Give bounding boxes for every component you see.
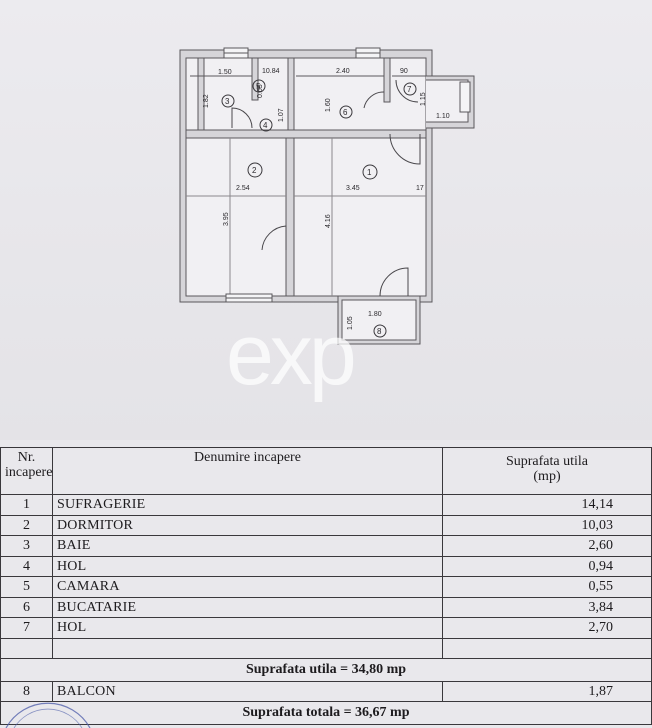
header-nr-line2: incapere [5,465,53,481]
table-row-balcony: 8 BALCON 1,87 [0,680,652,702]
dimension-label: 90 [400,68,408,75]
row-nr: 6 [0,596,53,618]
row-nr: 3 [0,535,53,557]
header-area-line1: Suprafata utila [505,454,589,469]
stamp-seal [5,702,91,728]
header-nr-line1: Nr. [17,450,36,465]
dimension-label: 1.05 [347,316,354,330]
room-number: 4 [263,121,268,130]
room-number: 1 [367,168,372,177]
row-name: HOL [52,555,443,577]
row-area: 3,84 [442,596,652,618]
room-markers [221,79,417,338]
table-row-empty [0,637,652,659]
row-nr: 4 [0,555,53,577]
room-area-table: Nr. incapere Denumire incapere Suprafata… [0,447,652,725]
row-area: 2,70 [442,617,652,639]
row-name: HOL [52,617,443,639]
table-header-row: Nr. incapere Denumire incapere Suprafata… [0,447,652,495]
dimension-label: 1.10 [436,113,450,120]
dimension-label: 3.95 [223,212,230,226]
row-area: 0,55 [442,576,652,598]
dimension-label: 4.16 [325,214,332,228]
dimension-label: 1.60 [325,98,332,112]
total-area-row: Suprafata totala = 36,67 mp [0,701,652,725]
row-name: BALCON [52,680,443,702]
table-row: 3 BAIE 2,60 [0,535,652,557]
dimension-label: 10.84 [262,68,280,75]
table-row: 1 SUFRAGERIE 14,14 [0,494,652,516]
dimension-label: 17 [416,185,424,192]
floor-plan: 1 2 3 4 5 6 7 8 1.50 10.84 2.40 90 1.82 … [179,47,475,345]
table-row: 5 CAMARA 0,55 [0,576,652,598]
table-row: 6 BUCATARIE 3,84 [0,596,652,618]
dimension-label: 1.50 [218,69,232,76]
room-number: 6 [343,108,348,117]
row-area: 2,60 [442,535,652,557]
plan-doors [231,79,421,297]
total-area: Suprafata totala = 36,67 mp [0,701,652,725]
row-area: 14,14 [442,494,652,516]
row-area: 0,94 [442,555,652,577]
row-nr: 7 [0,617,53,639]
dimension-label: 2.40 [336,68,350,75]
plan-windows [223,47,471,303]
plan-walls [179,49,475,345]
dimension-label: 1.80 [368,311,382,318]
dimension-label: 1.15 [420,92,427,106]
row-nr: 2 [0,514,53,536]
room-number: 2 [252,166,257,175]
useful-area-total: Suprafata utila = 34,80 mp [0,657,652,682]
header-room-name: Denumire incapere [52,447,443,495]
dimension-label: 3.45 [346,185,360,192]
room-number: 8 [377,327,382,336]
row-name: CAMARA [52,576,443,598]
room-number: 7 [407,85,412,94]
row-nr: 1 [0,494,53,516]
room-number: 5 [256,82,261,91]
header-area: Suprafata utila (mp) [442,447,652,495]
room-number: 3 [225,97,230,106]
row-name: SUFRAGERIE [52,494,443,516]
header-area-line2: (mp) [533,469,561,485]
header-nr: Nr. incapere [0,447,53,495]
row-area: 10,03 [442,514,652,536]
table-row: 4 HOL 0,94 [0,555,652,577]
table-row: 2 DORMITOR 10,03 [0,514,652,536]
dimension-label: 2.54 [236,185,250,192]
useful-area-total-row: Suprafata utila = 34,80 mp [0,657,652,682]
table-row: 7 HOL 2,70 [0,617,652,639]
dimension-labels: 1.50 10.84 2.40 90 1.82 0.65 1.60 1.15 1… [203,68,450,330]
dimension-label: 1.07 [278,108,285,122]
dimension-label: 1.82 [203,94,210,108]
row-nr: 5 [0,576,53,598]
row-name: DORMITOR [52,514,443,536]
row-name: BUCATARIE [52,596,443,618]
row-area: 1,87 [442,680,652,702]
row-name: BAIE [52,535,443,557]
dimension-label: 0.65 [257,84,264,98]
